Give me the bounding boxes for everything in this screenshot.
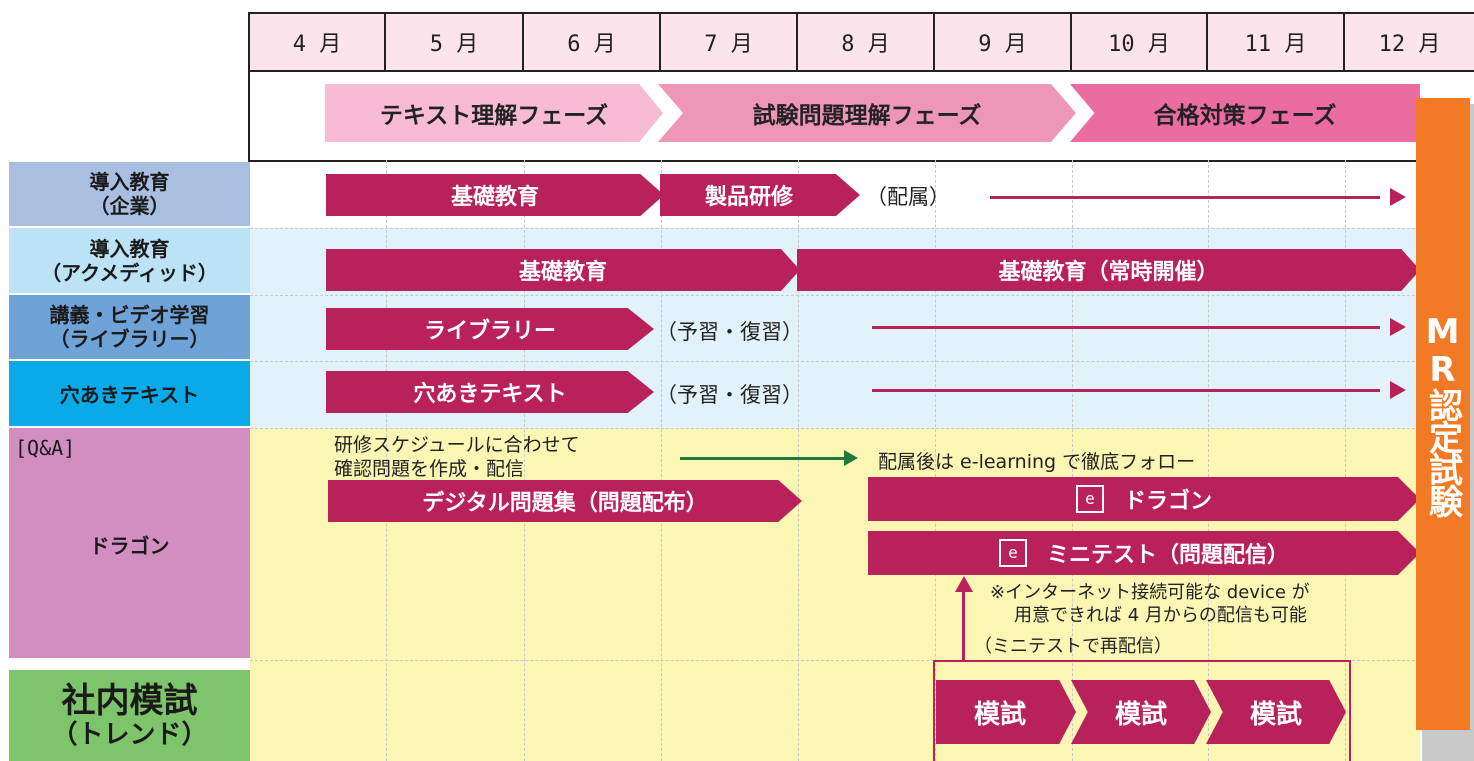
bar-label: 穴あきテキスト bbox=[413, 382, 567, 407]
month-6: 6 月 bbox=[524, 14, 661, 70]
mock-exam-label: 模試 bbox=[973, 699, 1026, 730]
month-4: 4 月 bbox=[250, 14, 386, 70]
phase-pass: 合格対策フェーズ bbox=[1070, 84, 1420, 142]
mock-exam-2: 模試 bbox=[1071, 680, 1211, 744]
green-arrow-head bbox=[844, 450, 858, 466]
footnote-redistribute: （ミニテストで再配信） bbox=[974, 636, 1172, 657]
row-label-line2: （企業） bbox=[89, 194, 170, 218]
bar-basic-education-company: 基礎教育 bbox=[326, 174, 664, 216]
bar-label: ドラゴン bbox=[1123, 489, 1212, 514]
row-label-line2: （アクメディッド） bbox=[41, 260, 218, 285]
bar-label: デジタル問題集（問題配布） bbox=[422, 491, 708, 516]
row-label-fill-text: 穴あきテキスト bbox=[9, 361, 250, 428]
e-learning-badge: e bbox=[998, 539, 1027, 567]
note-elearning-follow: 配属後は e-learning で徹底フォロー bbox=[878, 451, 1196, 473]
mr-exam-label: MR認定試験 bbox=[1422, 312, 1463, 516]
month-7: 7 月 bbox=[661, 14, 798, 70]
header-frame bbox=[248, 12, 1474, 162]
footnote-internet: ※インターネット接続可能な device が bbox=[990, 582, 1310, 603]
arrow-line-row1 bbox=[990, 196, 1380, 199]
month-8: 8 月 bbox=[798, 14, 935, 70]
arrow-line-row3 bbox=[872, 326, 1380, 329]
footnote-april: 用意できれば 4 月からの配信も可能 bbox=[1014, 605, 1307, 626]
row-label-qa: [Q&A] bbox=[15, 436, 76, 460]
green-arrow-line bbox=[680, 457, 845, 460]
mock-exam-1: 模試 bbox=[936, 680, 1076, 744]
bar-dragon: e ドラゴン bbox=[868, 477, 1420, 521]
phase-exam-question: 試験問題理解フェーズ bbox=[658, 84, 1076, 142]
row-label-dragon: [Q&A] ドラゴン bbox=[9, 428, 250, 660]
bar-basic-education-acme: 基礎教育 bbox=[326, 249, 800, 291]
bar-label: 基礎教育（常時開催） bbox=[998, 260, 1219, 285]
mock-exam-3: 模試 bbox=[1206, 680, 1346, 744]
row-label-line1: 講義・ビデオ学習 bbox=[49, 303, 210, 327]
bar-fill-text: 穴あきテキスト bbox=[326, 371, 654, 413]
phase-text: テキスト理解フェーズ bbox=[325, 84, 663, 142]
month-11: 11 月 bbox=[1208, 14, 1345, 70]
arrow-head-row3 bbox=[1390, 318, 1406, 336]
bar-digital-question-set: デジタル問題集（問題配布） bbox=[328, 480, 802, 522]
row-label-line2: （ライブラリー） bbox=[49, 327, 210, 351]
bar-label: ミニテスト（問題配信） bbox=[1046, 543, 1289, 568]
bar-label: 基礎教育 bbox=[518, 260, 607, 285]
bar-basic-education-ongoing: 基礎教育（常時開催） bbox=[797, 249, 1420, 291]
row-label-line1: 導入教育 bbox=[89, 236, 170, 261]
row-label-dragon-text: ドラゴン bbox=[89, 534, 170, 558]
month-10: 10 月 bbox=[1072, 14, 1208, 70]
arrow-line-row4 bbox=[872, 389, 1380, 392]
mock-exam-label: 模試 bbox=[1249, 699, 1302, 730]
month-9: 9 月 bbox=[935, 14, 1072, 70]
note-assignment: （配属） bbox=[866, 185, 950, 209]
row-label-lecture: 講義・ビデオ学習 （ライブラリー） bbox=[9, 295, 250, 361]
row-label-intro-company: 導入教育 （企業） bbox=[9, 162, 250, 228]
note-training-schedule: 研修スケジュールに合わせて bbox=[334, 434, 580, 456]
row-label-line1: 導入教育 bbox=[89, 170, 170, 194]
bar-product-training: 製品研修 bbox=[660, 174, 860, 216]
arrow-head-row1 bbox=[1390, 188, 1406, 206]
mr-exam-banner: MR認定試験 bbox=[1416, 98, 1470, 730]
mock-exam-label: 模試 bbox=[1114, 699, 1167, 730]
row-label-line1: 穴あきテキスト bbox=[59, 383, 200, 407]
mock-exam-frame bbox=[933, 660, 1351, 761]
month-5: 5 月 bbox=[386, 14, 524, 70]
up-arrow-head bbox=[955, 576, 973, 592]
arrow-head-row4 bbox=[1390, 381, 1406, 399]
bar-label: 製品研修 bbox=[704, 185, 793, 210]
bar-label: 基礎教育 bbox=[450, 185, 539, 210]
up-arrow-line bbox=[962, 591, 965, 660]
note-preview-review-text: （予習・復習） bbox=[656, 383, 803, 407]
e-learning-badge: e bbox=[1075, 485, 1104, 513]
row-label-mock-exam: 社内模試 （トレンド） bbox=[9, 670, 250, 761]
bar-mini-test: e ミニテスト（問題配信） bbox=[868, 531, 1420, 575]
phase-pass-label: 合格対策フェーズ bbox=[1153, 103, 1337, 129]
row-label-mock-sub: （トレンド） bbox=[51, 719, 208, 750]
phase-exam-question-label: 試験問題理解フェーズ bbox=[752, 103, 982, 129]
bar-library: ライブラリー bbox=[326, 308, 654, 350]
note-preview-review-lecture: （予習・復習） bbox=[656, 320, 803, 344]
phase-text-label: テキスト理解フェーズ bbox=[379, 103, 609, 129]
note-create-questions: 確認問題を作成・配信 bbox=[334, 458, 525, 480]
row-label-intro-acme: 導入教育 （アクメディッド） bbox=[9, 228, 250, 295]
month-12: 12 月 bbox=[1345, 14, 1474, 70]
row-label-mock-title: 社内模試 bbox=[61, 680, 198, 721]
bar-label: ライブラリー bbox=[423, 319, 556, 344]
